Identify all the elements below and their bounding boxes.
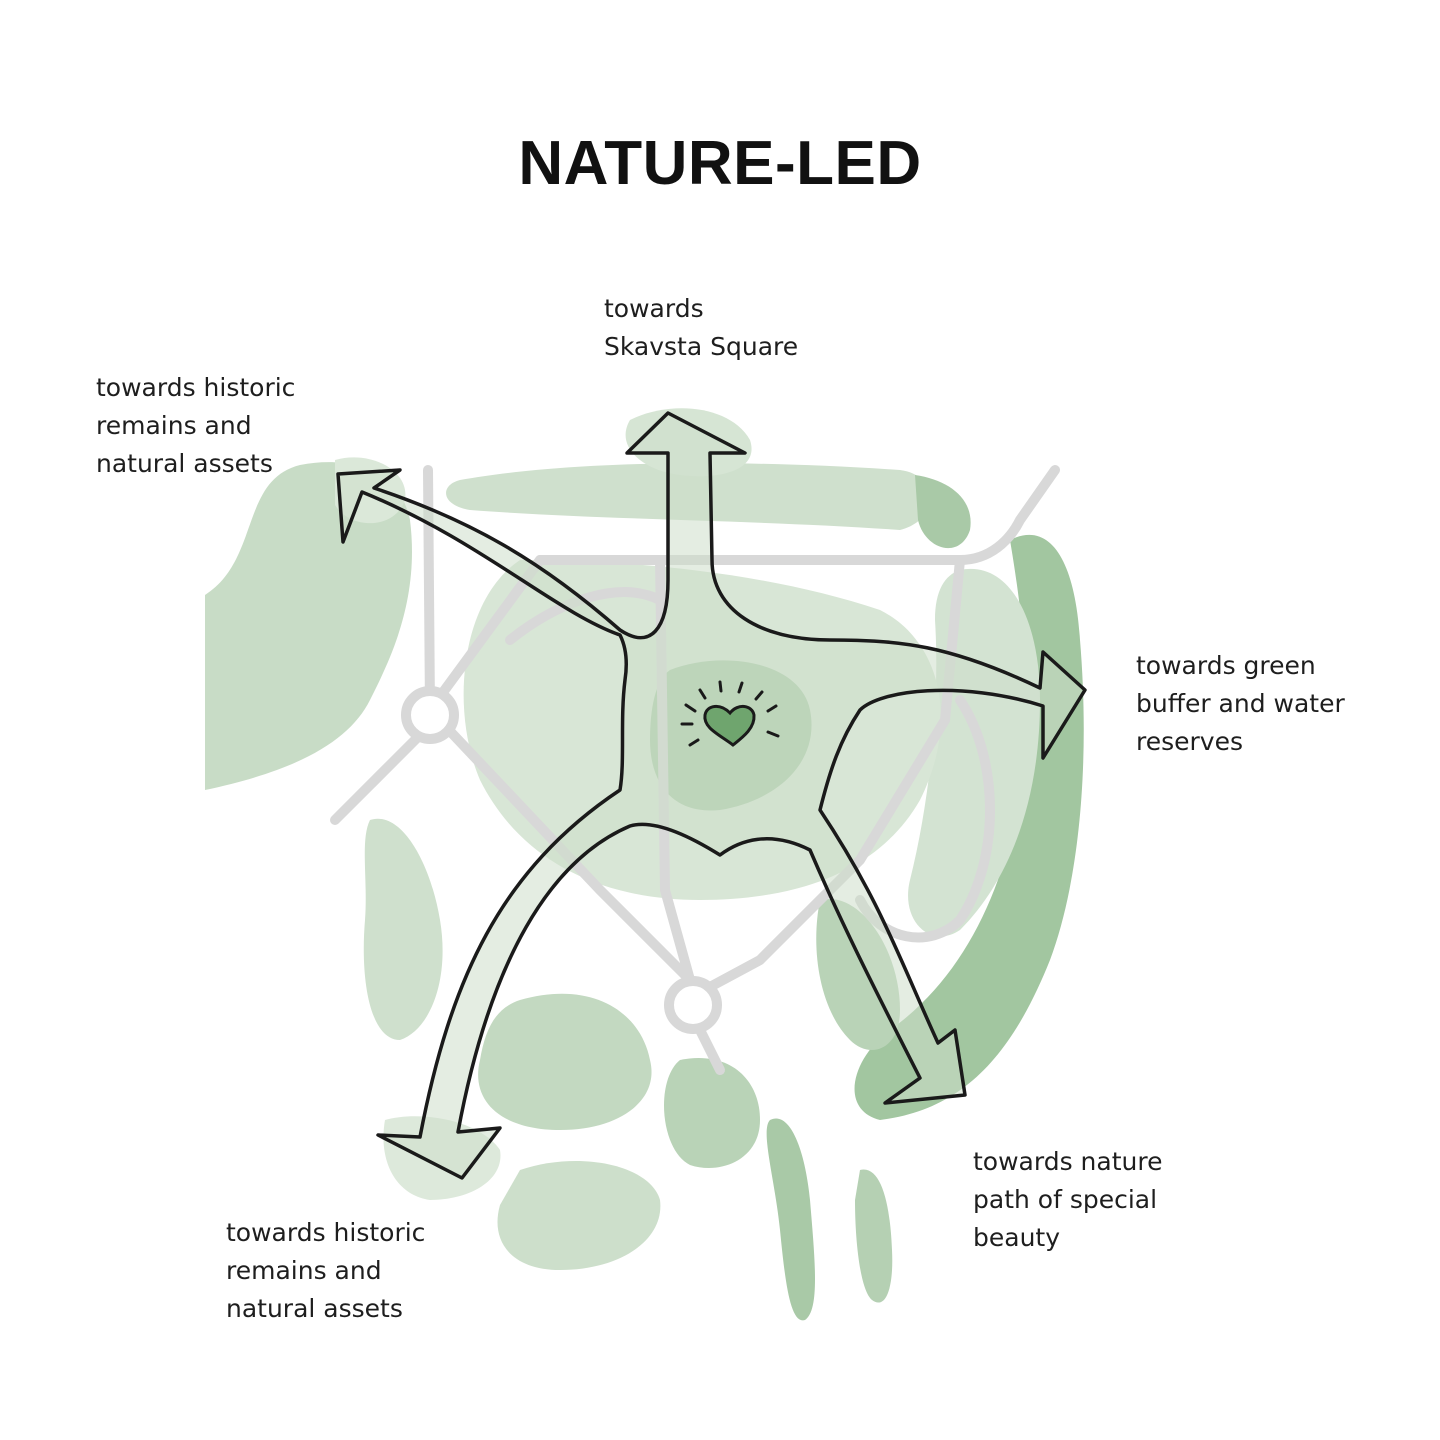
label-line: buffer and water: [1136, 689, 1345, 718]
label-green-buffer: towards green buffer and water reserves: [1136, 647, 1345, 761]
label-line: towards historic: [96, 373, 296, 402]
green-area-west: [205, 462, 412, 790]
label-line: towards nature: [973, 1147, 1163, 1176]
green-areas: [205, 408, 1084, 1321]
label-nature-path: towards nature path of special beauty: [973, 1143, 1162, 1257]
green-area-south-west: [363, 818, 443, 1040]
label-line: natural assets: [226, 1294, 403, 1323]
road-inner-loop: [505, 587, 665, 645]
green-area-south: [478, 993, 652, 1130]
label-lower-left-historic: towards historic remains and natural ass…: [226, 1214, 425, 1328]
roundabout-south: [664, 976, 722, 1034]
label-line: towards historic: [226, 1218, 426, 1247]
heart-rays: [680, 680, 780, 747]
label-line: towards: [604, 294, 704, 323]
arrow-icon: [336, 411, 1087, 1180]
green-stream-2: [855, 1169, 893, 1303]
green-area-south-center: [663, 1058, 760, 1168]
arrow-star: [336, 411, 1087, 1180]
road-west-lower: [330, 730, 425, 825]
road-south-exit: [695, 1025, 725, 1075]
page-title: NATURE-LED: [518, 129, 922, 198]
green-stream-1: [766, 1118, 815, 1321]
label-line: remains and: [96, 411, 252, 440]
label-line: beauty: [973, 1223, 1061, 1252]
label-line: Skavsta Square: [604, 332, 799, 361]
label-line: towards green: [1136, 651, 1316, 680]
green-area-south-bottom: [497, 1161, 661, 1270]
roundabouts: [401, 686, 722, 1034]
label-line: natural assets: [96, 449, 273, 478]
label-line: reserves: [1136, 727, 1243, 756]
green-area-north-east: [915, 475, 971, 549]
label-line: path of special: [973, 1185, 1158, 1214]
label-towards-skavsta-square: towards Skavsta Square: [604, 290, 798, 366]
road-west-diagonal: [425, 555, 545, 715]
heart-icon: [703, 705, 756, 747]
road-south-west: [425, 705, 695, 985]
road-west-vertical: [423, 465, 435, 715]
heart-group: [680, 680, 780, 747]
label-line: remains and: [226, 1256, 382, 1285]
label-upper-left-historic: towards historic remains and natural ass…: [96, 369, 295, 483]
road-east-loop: [855, 695, 995, 943]
roundabout-west: [401, 686, 459, 744]
